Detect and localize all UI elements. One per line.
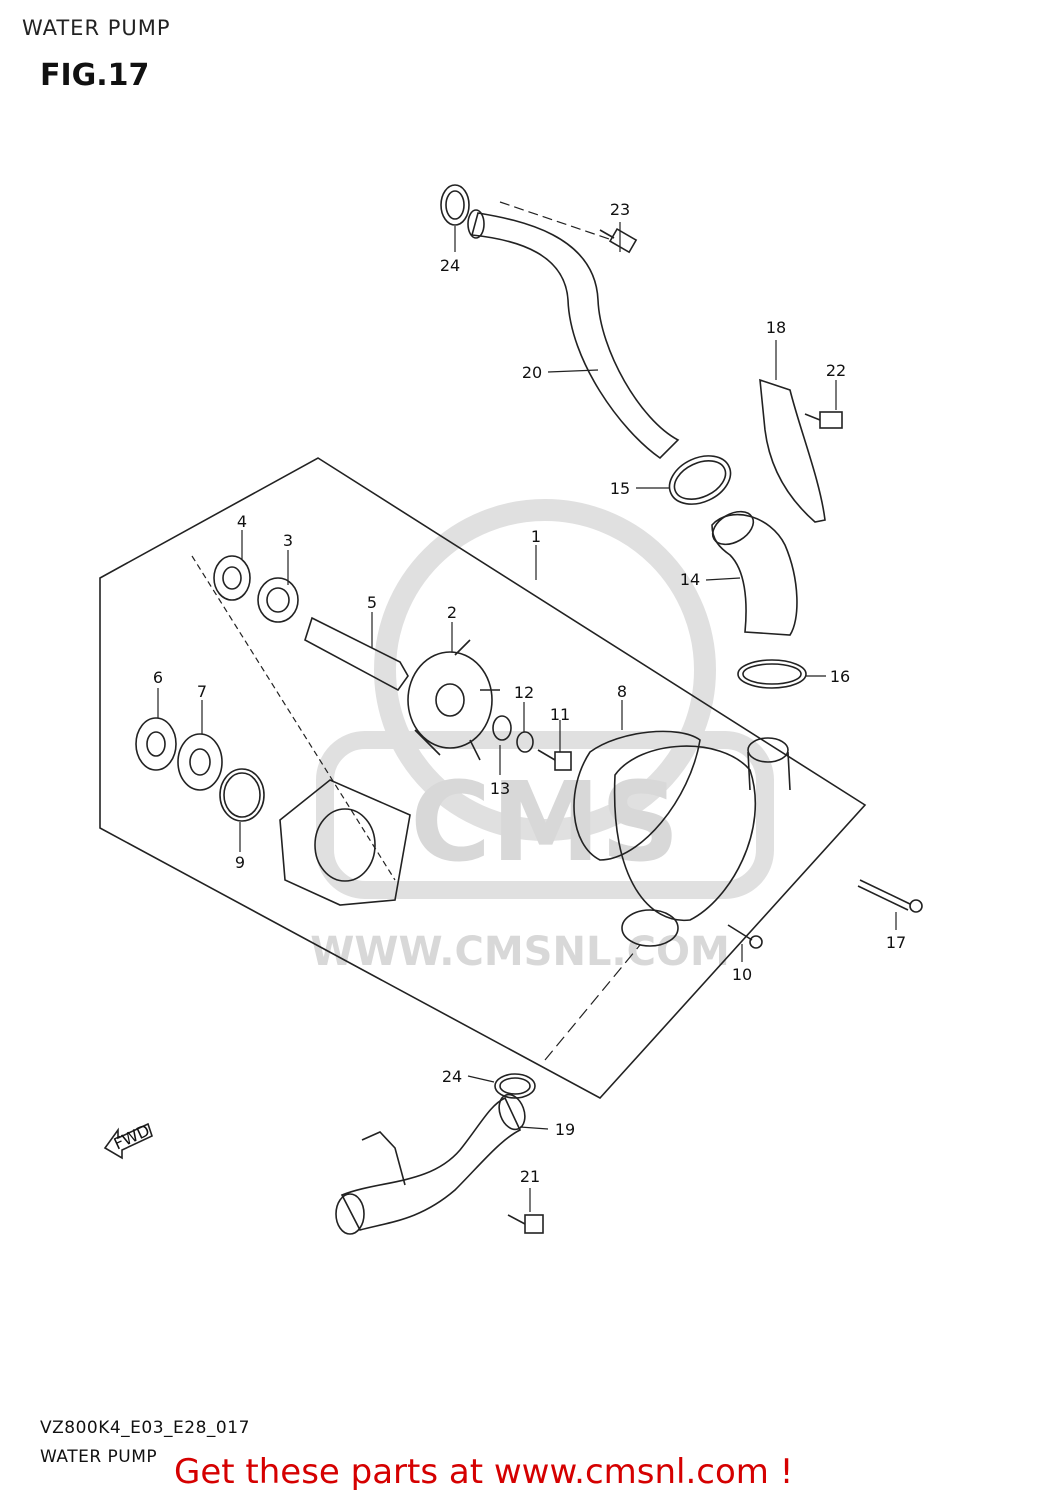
model-code: VZ800K4_E03_E28_017 <box>40 1418 250 1438</box>
gasket-8 <box>573 730 701 861</box>
callout-10: 10 <box>732 965 752 984</box>
bearing-6 <box>135 717 177 771</box>
shaft-5 <box>304 616 409 692</box>
footer-section-title: WATER PUMP <box>40 1447 158 1467</box>
callout-17: 17 <box>886 933 906 952</box>
callout-20: 20 <box>522 363 542 382</box>
upper-pipe-end <box>467 209 485 239</box>
section-title: WATER PUMP <box>22 16 171 40</box>
promo-link[interactable]: Get these parts at www.cmsnl.com ! <box>174 1452 794 1492</box>
shield-18 <box>759 378 826 523</box>
callout-11: 11 <box>550 705 570 724</box>
bolt-11 <box>537 749 572 771</box>
fwd-arrow-icon <box>103 1122 153 1160</box>
pump-plate <box>279 779 411 906</box>
callout-9: 9 <box>235 853 245 872</box>
callout-16: 16 <box>830 667 850 686</box>
callout-21: 21 <box>520 1167 540 1186</box>
pump-cover <box>613 737 791 947</box>
callout-14: 14 <box>680 570 700 589</box>
watermark-url: WWW.CMSNL.COM <box>310 929 730 975</box>
impeller-2 <box>407 639 500 761</box>
callout-24-top: 24 <box>440 256 460 275</box>
callout-4: 4 <box>237 512 247 531</box>
callout-7: 7 <box>197 682 207 701</box>
washer-13 <box>492 715 512 741</box>
callout-19: 19 <box>555 1120 575 1139</box>
hose-clamp-15 <box>668 455 732 505</box>
upper-pipe <box>470 212 680 460</box>
bolt-23 <box>599 227 638 254</box>
o-ring-top <box>440 184 470 226</box>
watermark: CMS WWW.CMSNL.COM <box>310 499 774 975</box>
washer-12 <box>516 731 534 753</box>
bolt-21 <box>507 1214 544 1234</box>
callout-18: 18 <box>766 318 786 337</box>
bolt-10 <box>727 924 763 949</box>
watermark-brand: CMS <box>410 758 679 886</box>
callout-1: 1 <box>531 527 541 546</box>
callout-8: 8 <box>617 682 627 701</box>
leader-lines <box>157 201 897 1212</box>
o-ring-bottom <box>494 1073 536 1099</box>
callout-6: 6 <box>153 668 163 687</box>
bearing-7 <box>177 733 223 791</box>
callout-15: 15 <box>610 479 630 498</box>
callout-5: 5 <box>367 593 377 612</box>
bolt-17 <box>857 879 923 913</box>
hose-clamp-16 <box>737 659 807 689</box>
hose-14 <box>711 513 798 636</box>
figure-label: FIG.17 <box>40 58 150 93</box>
callout-12: 12 <box>514 683 534 702</box>
lower-pipe-19 <box>340 1096 522 1231</box>
fwd-label: FWD <box>111 1121 153 1154</box>
callout-labels: 1 2 3 4 5 6 7 8 9 10 11 12 13 14 15 16 1… <box>111 200 906 1186</box>
assembly-boundary <box>99 457 867 1100</box>
bolt-22 <box>804 411 843 429</box>
bearing-4 <box>213 555 251 601</box>
callout-2: 2 <box>447 603 457 622</box>
callout-24-bottom: 24 <box>442 1067 462 1086</box>
o-ring-9 <box>219 768 265 822</box>
callout-22: 22 <box>826 361 846 380</box>
callout-13: 13 <box>490 779 510 798</box>
callout-23: 23 <box>610 200 630 219</box>
callout-3: 3 <box>283 531 293 550</box>
seal-3 <box>257 577 299 623</box>
